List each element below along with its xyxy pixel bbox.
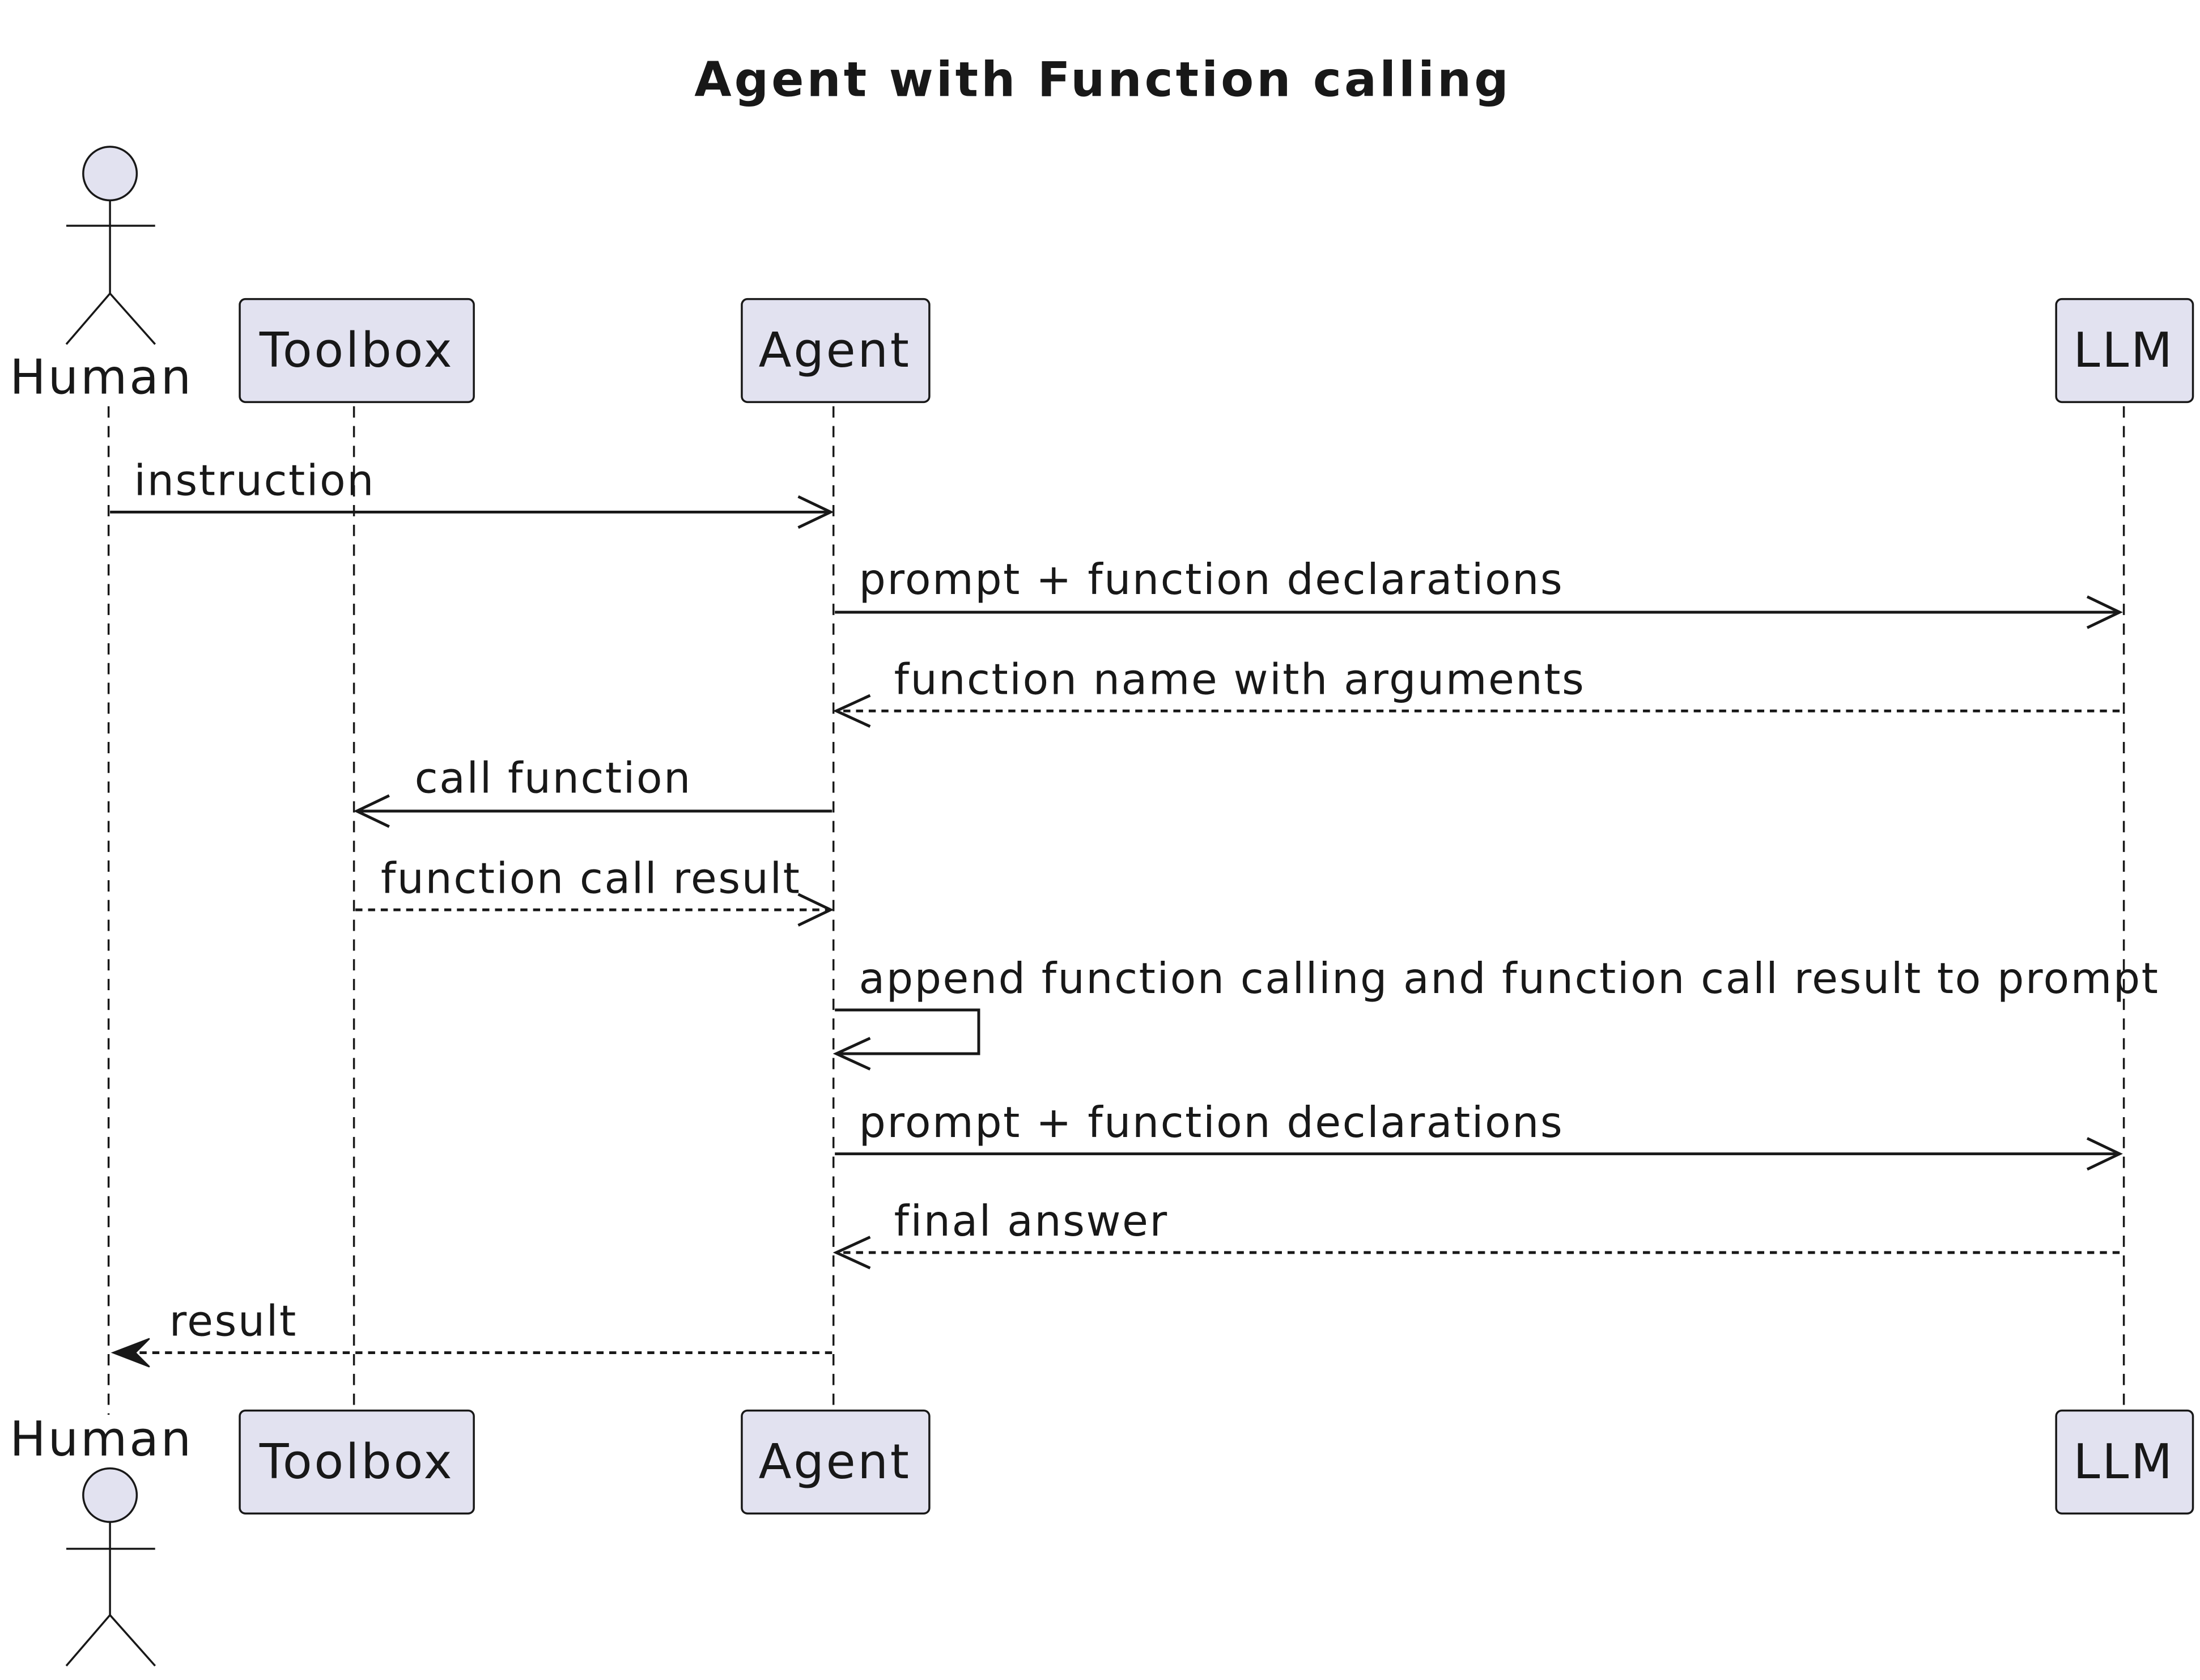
arrow-head-icon <box>833 1236 871 1270</box>
message-function-call-result: function call result <box>355 854 834 927</box>
participant-box <box>2055 1409 2194 1514</box>
participant-box <box>239 1409 475 1514</box>
message-prompt-function-declarations-2: prompt + function declarations <box>835 1098 2123 1171</box>
message-append-to-prompt: append function calling and function cal… <box>833 954 2159 1071</box>
actor-human-bottom: Human <box>10 1411 193 1667</box>
message-label: prompt + function declarations <box>859 555 1564 604</box>
participant-label: Agent <box>759 1433 911 1490</box>
participant-label: Agent <box>759 322 911 378</box>
message-label: call function <box>415 754 692 803</box>
message-label: prompt + function declarations <box>859 1098 1564 1147</box>
arrow-head-icon <box>797 893 834 927</box>
actor-left-leg <box>65 1614 111 1667</box>
message-label: final answer <box>894 1197 1169 1246</box>
arrow-head-icon <box>797 495 834 529</box>
participant-box <box>2055 298 2194 404</box>
actor-right-leg <box>109 292 156 345</box>
actor-human-top: Human <box>10 146 193 405</box>
message-prompt-function-declarations-1: prompt + function declarations <box>835 555 2123 629</box>
message-instruction: instruction <box>110 456 834 529</box>
lifelines <box>107 406 2125 1415</box>
actor-label: Human <box>10 349 193 405</box>
participant-box <box>741 1409 931 1514</box>
message-final-answer: final answer <box>833 1197 2120 1270</box>
participant-label: Toolbox <box>259 1433 454 1490</box>
self-message-arrow-line <box>835 1008 980 1055</box>
arrow-head-icon <box>2086 1137 2123 1171</box>
message-label: function call result <box>381 854 801 903</box>
participant-box <box>239 298 475 404</box>
participant-toolbox-top: Toolbox <box>239 298 475 404</box>
participant-llm-bottom: LLM <box>2055 1409 2194 1514</box>
message-call-function: call function <box>353 754 833 828</box>
arrow-head-icon <box>833 1037 871 1071</box>
participant-label: LLM <box>2073 1433 2174 1490</box>
actor-head-icon <box>82 1467 138 1523</box>
message-result: result <box>111 1297 833 1368</box>
participant-llm-top: LLM <box>2055 298 2194 404</box>
arrow-head-filled-icon <box>111 1338 150 1368</box>
message-label: append function calling and function cal… <box>859 954 2159 1003</box>
diagram-title: Agent with Function calling <box>694 51 1511 107</box>
arrow-head-icon <box>353 794 390 828</box>
arrow-head-icon <box>833 694 871 728</box>
message-label: function name with arguments <box>894 655 1586 704</box>
participant-toolbox-bottom: Toolbox <box>239 1409 475 1514</box>
arrow-head-icon <box>2086 595 2123 629</box>
participant-label: Toolbox <box>259 322 454 378</box>
actor-head-icon <box>82 146 138 202</box>
participant-agent-top: Agent <box>741 298 931 404</box>
actor-right-leg <box>109 1614 156 1667</box>
message-label: instruction <box>134 456 375 506</box>
participant-box <box>741 298 931 404</box>
actor-left-leg <box>65 292 111 345</box>
message-label: result <box>169 1297 298 1346</box>
participant-agent-bottom: Agent <box>741 1409 931 1514</box>
participant-label: LLM <box>2073 322 2174 378</box>
actor-label: Human <box>10 1411 193 1467</box>
message-function-name-with-arguments: function name with arguments <box>833 655 2120 728</box>
